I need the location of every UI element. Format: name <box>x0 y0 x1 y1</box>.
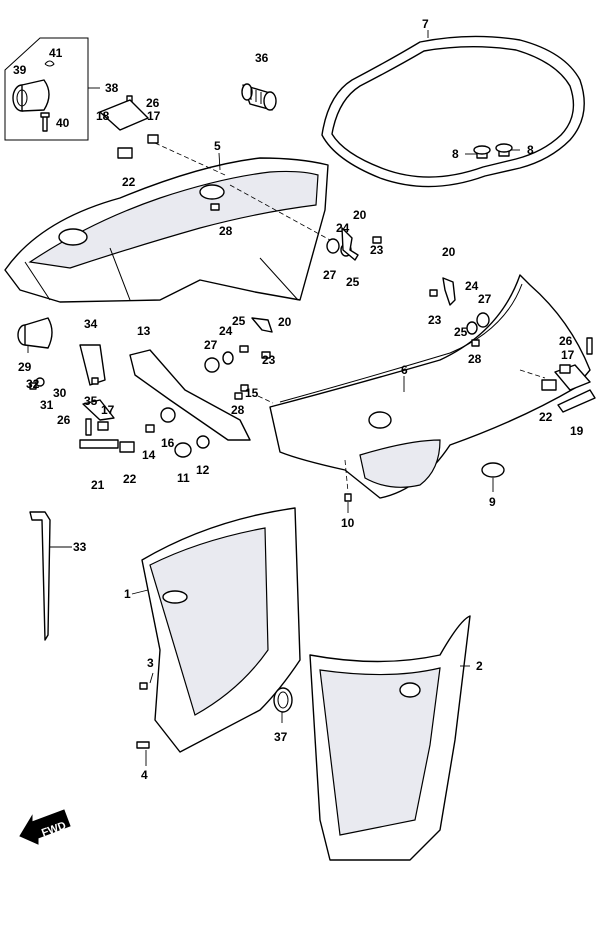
callout-31: 31 <box>40 398 54 412</box>
part-41-clip <box>44 60 55 67</box>
part-40-screw <box>40 112 50 132</box>
callout-35: 35 <box>84 394 98 408</box>
callout-24b: 24 <box>465 279 479 293</box>
callout-11: 11 <box>177 471 190 485</box>
callout-14: 14 <box>142 448 156 462</box>
callout-29: 29 <box>18 360 32 374</box>
callout-34: 34 <box>84 317 98 331</box>
part-10-screw <box>344 493 352 502</box>
callout-25c: 25 <box>232 314 246 328</box>
callout-7: 7 <box>422 17 429 31</box>
callout-20b: 20 <box>442 245 456 259</box>
callout-23a: 23 <box>370 243 384 257</box>
hardware-clips <box>97 134 571 453</box>
part-7-seal <box>321 35 585 188</box>
part-5-upper-side-cover <box>4 157 329 303</box>
callout-38: 38 <box>105 81 119 95</box>
callout-27b: 27 <box>478 292 492 306</box>
callout-19: 19 <box>570 424 584 438</box>
leader-lines <box>21 30 520 766</box>
callout-8b: 8 <box>527 143 534 157</box>
callout-4: 4 <box>141 768 148 782</box>
callout-26c: 26 <box>559 334 573 348</box>
callout-22a: 22 <box>122 175 136 189</box>
callout-41: 41 <box>49 46 63 60</box>
callout-23c: 23 <box>262 353 276 367</box>
callout-40: 40 <box>56 116 70 130</box>
callout-20c: 20 <box>278 315 292 329</box>
callout-25a: 25 <box>346 275 360 289</box>
callout-2: 2 <box>476 659 483 673</box>
callout-17c: 17 <box>561 348 575 362</box>
callout-27c: 27 <box>204 338 218 352</box>
callout-21: 21 <box>91 478 105 492</box>
part-6-rear-upper-cover <box>269 274 591 499</box>
part-8-fastener-a <box>473 145 491 159</box>
part-36-grommet <box>241 83 277 111</box>
callout-16: 16 <box>161 436 175 450</box>
callout-30: 30 <box>53 386 67 400</box>
callout-26a: 26 <box>146 96 160 110</box>
callout-24c: 24 <box>219 324 233 338</box>
part-1-lower-cover-left <box>141 507 301 753</box>
callout-22c: 22 <box>539 410 553 424</box>
part-2-lower-cover-right <box>309 615 471 861</box>
part-38-kit-box <box>4 37 89 141</box>
callout-33: 33 <box>73 540 87 554</box>
callout-8a: 8 <box>452 147 459 161</box>
callout-1: 1 <box>124 587 131 601</box>
callout-20a: 20 <box>353 208 367 222</box>
callout-28c: 28 <box>231 403 245 417</box>
callout-32: 32 <box>26 377 40 391</box>
part-37-grommet <box>273 687 293 713</box>
callout-23b: 23 <box>428 313 442 327</box>
callout-25b: 25 <box>454 325 468 339</box>
callout-labels: 1 2 3 4 5 6 7 8 8 9 10 11 12 13 14 15 16… <box>13 17 584 782</box>
callout-17a: 17 <box>147 109 161 123</box>
fwd-arrow-icon: FWD <box>19 809 71 845</box>
part-9-cap <box>481 462 505 478</box>
callout-15: 15 <box>245 386 259 400</box>
callout-27a: 27 <box>323 268 337 282</box>
part-34-bracket <box>79 344 106 386</box>
hardware-washers <box>35 238 490 458</box>
part-29-grommet <box>17 317 53 349</box>
callout-12: 12 <box>196 463 210 477</box>
callout-18: 18 <box>96 109 110 123</box>
alignment-lines <box>154 142 546 493</box>
part-33-cable-tie <box>29 511 51 641</box>
part-8-fastener-b <box>495 143 513 157</box>
callout-5: 5 <box>214 139 221 153</box>
callout-26b: 26 <box>57 413 71 427</box>
part-19-handle <box>557 389 596 413</box>
callout-39: 39 <box>13 63 27 77</box>
callout-6: 6 <box>401 363 408 377</box>
callout-13: 13 <box>137 324 151 338</box>
callout-3: 3 <box>147 656 154 670</box>
part-13-bracket <box>129 349 251 441</box>
callout-22b: 22 <box>123 472 137 486</box>
callout-36: 36 <box>255 51 269 65</box>
callout-9: 9 <box>489 495 496 509</box>
callout-10: 10 <box>341 516 355 530</box>
callout-28a: 28 <box>219 224 233 238</box>
part-21-handle <box>79 439 119 449</box>
callout-37: 37 <box>274 730 288 744</box>
part-39-grommet <box>12 79 50 112</box>
callout-24a: 24 <box>336 221 350 235</box>
callout-28b: 28 <box>468 352 482 366</box>
callout-17b: 17 <box>101 403 115 417</box>
